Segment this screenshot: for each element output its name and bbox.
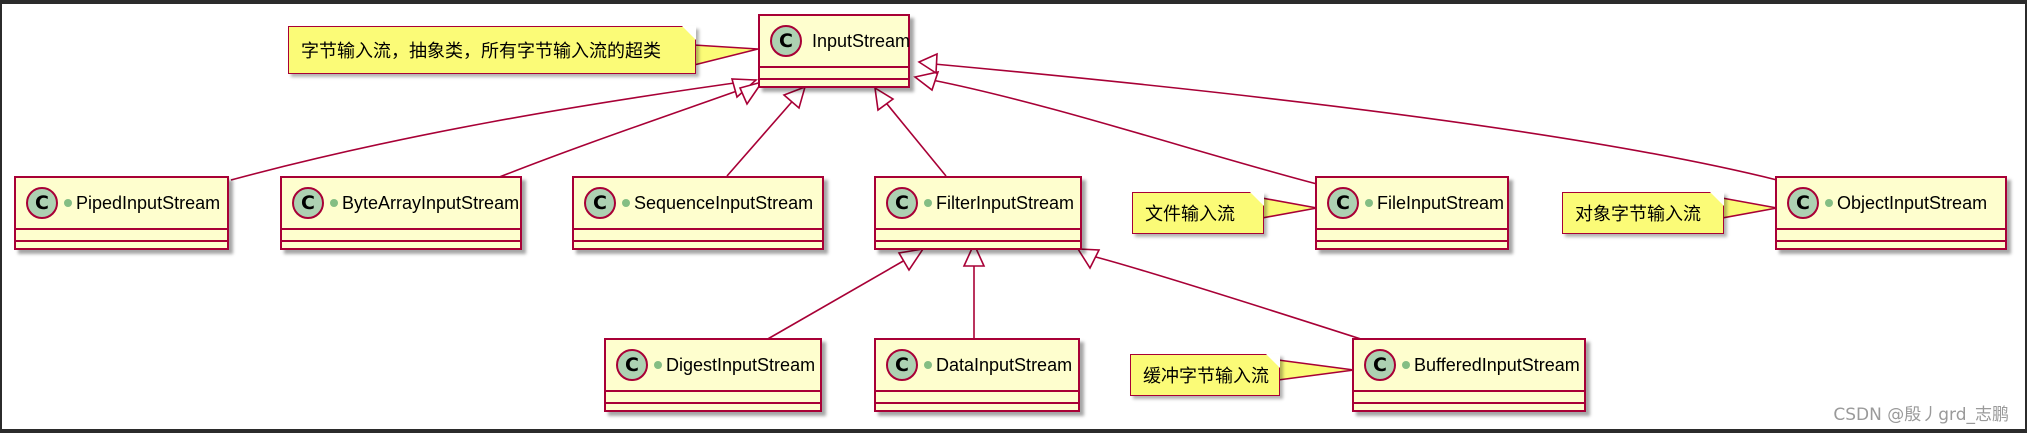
class-filterinputstream[interactable]: C FilterInputStream (874, 176, 1082, 250)
edge-buffered-to-filter (1091, 255, 1365, 341)
class-bufferedinputstream[interactable]: C BufferedInputStream (1352, 338, 1586, 412)
class-stereotype-icon: C (1364, 349, 1396, 381)
edge-bytearray-to-inputstream (491, 81, 763, 181)
arrowhead-bytearray (738, 80, 764, 106)
class-bytearrayinputstream[interactable]: C ByteArrayInputStream (280, 176, 522, 250)
note-fold-icon (1266, 354, 1280, 368)
note-fold-icon (1710, 192, 1724, 206)
edge-file-to-inputstream (931, 79, 1318, 185)
class-name-file: FileInputStream (1377, 192, 1505, 213)
divider (606, 390, 820, 392)
note-connector-buffered (1277, 359, 1355, 381)
divider (876, 240, 1080, 242)
public-visibility-icon (1402, 361, 1410, 369)
class-stereotype-icon: C (584, 187, 616, 219)
divider (1317, 240, 1507, 242)
divider (1777, 228, 2005, 230)
class-datainputstream[interactable]: C DataInputStream (874, 338, 1080, 412)
arrowhead-digest (897, 247, 925, 272)
uml-diagram-canvas: C InputStream 字节输入流，抽象类，所有字节输入流的超类 C Pip… (2, 4, 2025, 429)
note-bufferedinputstream: 缓冲字节输入流 (1130, 354, 1280, 396)
divider (16, 228, 227, 230)
divider (760, 78, 908, 80)
watermark-text: CSDN @殷丿grd_志鹏 (1833, 405, 2009, 425)
class-stereotype-icon: C (616, 349, 648, 381)
class-sequenceinputstream[interactable]: C SequenceInputStream (572, 176, 824, 250)
class-stereotype-icon: C (1327, 187, 1359, 219)
class-name-sequence: SequenceInputStream (634, 192, 814, 213)
class-stereotype-icon: C (1787, 187, 1819, 219)
divider (876, 402, 1078, 404)
divider (606, 402, 820, 404)
note-text-object: 对象字节输入流 (1575, 204, 1701, 225)
note-inputstream: 字节输入流，抽象类，所有字节输入流的超类 (288, 26, 696, 74)
class-digestinputstream[interactable]: C DigestInputStream (604, 338, 822, 412)
public-visibility-icon (924, 199, 932, 207)
divider (16, 240, 227, 242)
class-name-piped: PipedInputStream (76, 192, 221, 213)
class-objectinputstream[interactable]: C ObjectInputStream (1775, 176, 2007, 250)
arrowhead-object (917, 52, 938, 75)
note-text-file: 文件输入流 (1145, 204, 1235, 225)
class-name-object: ObjectInputStream (1837, 192, 1988, 213)
class-stereotype-icon: C (886, 349, 918, 381)
divider (760, 66, 908, 68)
note-connector-object (1721, 197, 1778, 219)
arrowhead-filter (873, 86, 895, 112)
class-name-filter: FilterInputStream (936, 192, 1075, 213)
public-visibility-icon (330, 199, 338, 207)
public-visibility-icon (924, 361, 932, 369)
public-visibility-icon (654, 361, 662, 369)
class-stereotype-icon: C (26, 187, 58, 219)
divider (1317, 228, 1507, 230)
public-visibility-icon (622, 199, 630, 207)
divider (1354, 390, 1584, 392)
divider (574, 228, 822, 230)
public-visibility-icon (1365, 199, 1373, 207)
edge-object-to-inputstream (933, 63, 1778, 181)
class-name-digest: DigestInputStream (666, 354, 816, 375)
class-name-buffered: BufferedInputStream (1414, 354, 1580, 375)
arrowhead-file (913, 70, 940, 92)
arrowhead-data (962, 242, 986, 267)
class-stereotype-icon: C (770, 25, 802, 57)
edge-filter-to-inputstream (886, 103, 947, 177)
public-visibility-icon (64, 199, 72, 207)
class-name-inputstream: InputStream (812, 30, 911, 51)
class-fileinputstream[interactable]: C FileInputStream (1315, 176, 1509, 250)
divider (282, 240, 520, 242)
note-fold-icon (1250, 192, 1264, 206)
note-objectinputstream: 对象字节输入流 (1562, 192, 1724, 234)
note-connector-file (1261, 197, 1318, 219)
class-stereotype-icon: C (292, 187, 324, 219)
note-connector-inputstream (693, 44, 759, 67)
public-visibility-icon (1825, 199, 1833, 207)
divider (1354, 402, 1584, 404)
class-name-bytearray: ByteArrayInputStream (342, 192, 520, 213)
class-inputstream[interactable]: C InputStream (758, 14, 910, 88)
class-stereotype-icon: C (886, 187, 918, 219)
note-text-buffered: 缓冲字节输入流 (1143, 366, 1269, 387)
note-fold-icon (682, 26, 696, 40)
note-text-inputstream: 字节输入流，抽象类，所有字节输入流的超类 (301, 41, 661, 62)
divider (282, 228, 520, 230)
edge-piped-to-inputstream (230, 79, 757, 181)
divider (1777, 240, 2005, 242)
class-name-data: DataInputStream (936, 354, 1073, 375)
arrowhead-sequence (782, 85, 807, 110)
edge-sequence-to-inputstream (726, 95, 798, 177)
note-fileinputstream: 文件输入流 (1132, 192, 1264, 234)
divider (876, 390, 1078, 392)
arrowhead-buffered (1076, 248, 1101, 270)
divider (574, 240, 822, 242)
class-pipedinputstream[interactable]: C PipedInputStream (14, 176, 229, 250)
divider (876, 228, 1080, 230)
edge-digest-to-filter (765, 255, 913, 341)
